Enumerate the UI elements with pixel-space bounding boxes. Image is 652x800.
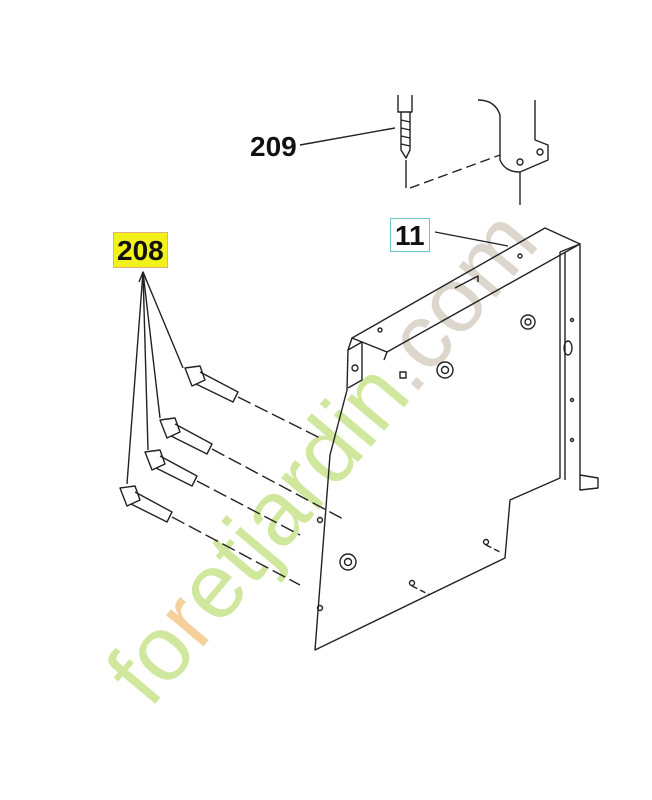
bolt-208[interactable] <box>144 449 301 536</box>
bracket[interactable] <box>477 99 549 205</box>
leader-208 <box>126 271 184 485</box>
leader-11 <box>434 231 509 247</box>
bolt-208[interactable] <box>159 417 346 521</box>
assembly-line <box>409 154 501 189</box>
screw-209[interactable] <box>397 95 413 188</box>
bolt-208[interactable] <box>119 485 301 586</box>
watermark-logo: foretjardin.com <box>87 191 556 723</box>
bolt-208[interactable] <box>184 365 321 439</box>
callout-11[interactable]: 11 <box>390 218 430 252</box>
callout-208[interactable]: 208 <box>113 232 168 268</box>
plate-11[interactable] <box>314 227 599 651</box>
svg-text:foretjardin.com: foretjardin.com <box>87 191 556 723</box>
callout-209[interactable]: 209 <box>250 131 297 162</box>
leader-209 <box>299 127 396 146</box>
